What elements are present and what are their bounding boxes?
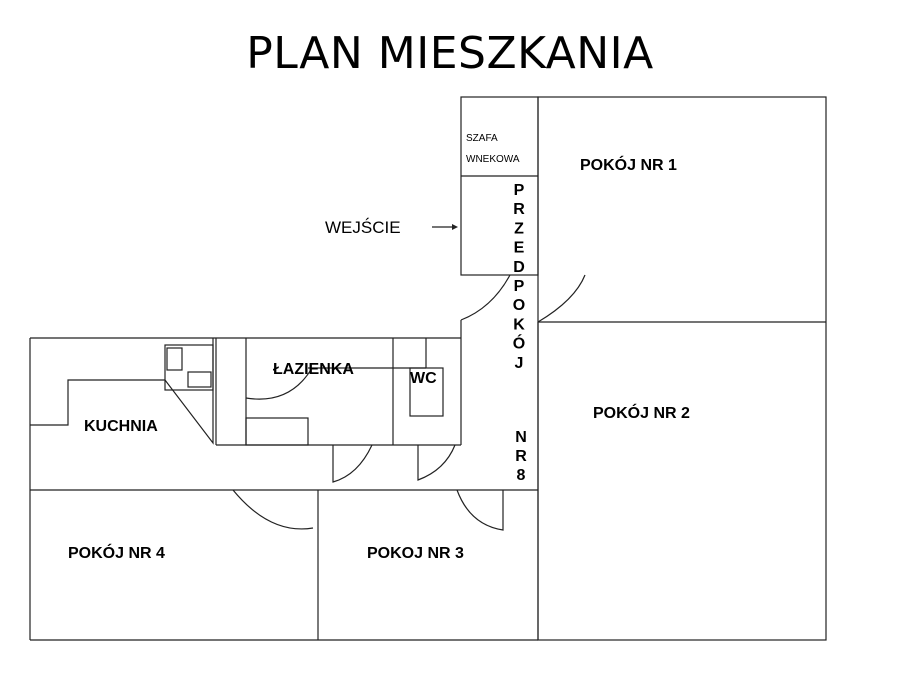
hallway-letter: O bbox=[513, 297, 525, 314]
hallway-letter: K bbox=[513, 316, 525, 333]
bathroom-label: ŁAZIENKA bbox=[273, 361, 354, 378]
kitchen-label: KUCHNIA bbox=[84, 418, 158, 435]
hallway-letter: Ó bbox=[513, 334, 525, 353]
room3-door-arc bbox=[456, 489, 504, 531]
hallway-letter: Z bbox=[514, 220, 524, 237]
stove-burner-1 bbox=[166, 347, 183, 371]
kitchen-counter bbox=[30, 338, 214, 445]
entrance-arrowhead bbox=[452, 224, 458, 230]
wc-door-arc bbox=[417, 444, 456, 481]
room4-door-arc bbox=[232, 489, 314, 530]
wc-label: WC bbox=[410, 370, 437, 387]
hallway-letter: P bbox=[514, 278, 525, 295]
hallway-letter: D bbox=[513, 259, 525, 276]
hallway-number-letter: N bbox=[515, 429, 527, 446]
stove bbox=[164, 344, 214, 391]
room2-label: POKÓJ NR 2 bbox=[593, 403, 690, 422]
hallway-number-label: NR 8 bbox=[515, 429, 527, 484]
entrance-label: WEJŚCIE bbox=[325, 218, 401, 237]
room1-door-arc bbox=[537, 274, 586, 323]
hallway-letter: E bbox=[514, 240, 525, 257]
room1-label: POKÓJ NR 1 bbox=[580, 155, 677, 174]
rooms-1-2-outline bbox=[537, 96, 827, 641]
wardrobe-label-line2: WNEKOWA bbox=[466, 154, 520, 165]
plan-title: PLAN MIESZKANIA bbox=[246, 28, 654, 79]
wardrobe-label-line1: SZAFA bbox=[466, 133, 498, 144]
hallway-letter: J bbox=[515, 355, 524, 372]
hallway-number-letter: 8 bbox=[517, 467, 526, 484]
room4-label: POKÓJ NR 4 bbox=[68, 543, 165, 562]
hallway-number-letter: R bbox=[515, 448, 527, 465]
room3-label: POKOJ NR 3 bbox=[367, 545, 464, 562]
hallway-letter: R bbox=[513, 201, 525, 218]
wardrobe-entrance-block bbox=[460, 96, 539, 276]
bath-cabinet bbox=[245, 417, 309, 446]
entrance-door-arc bbox=[460, 274, 511, 321]
hallway-letter: P bbox=[514, 182, 525, 199]
bath-door-arc bbox=[332, 444, 373, 483]
bathtub-arc bbox=[245, 367, 313, 400]
stove-burner-2 bbox=[187, 371, 212, 388]
